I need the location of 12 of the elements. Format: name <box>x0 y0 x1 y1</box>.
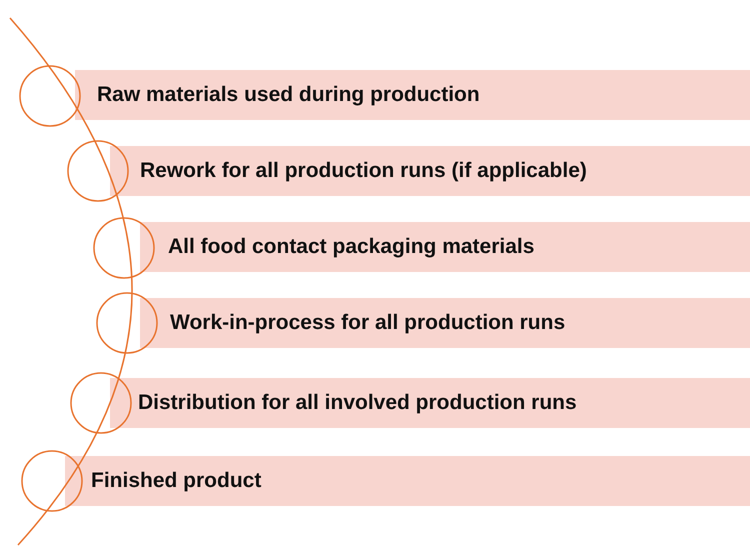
band-text: Rework for all production runs (if applicable) <box>140 159 587 183</box>
band-text: Raw materials used during production <box>97 83 480 107</box>
list-band <box>65 456 750 506</box>
band-text: Work-in-process for all production runs <box>170 311 566 335</box>
list-band <box>75 70 750 120</box>
band-text: All food contact packaging materials <box>168 235 534 259</box>
list-band <box>110 146 750 196</box>
list-band <box>110 378 750 428</box>
list-band <box>140 298 750 348</box>
list-band <box>140 222 750 272</box>
band-text: Finished product <box>91 469 262 493</box>
band-text: Distribution for all involved production runs <box>138 391 577 415</box>
